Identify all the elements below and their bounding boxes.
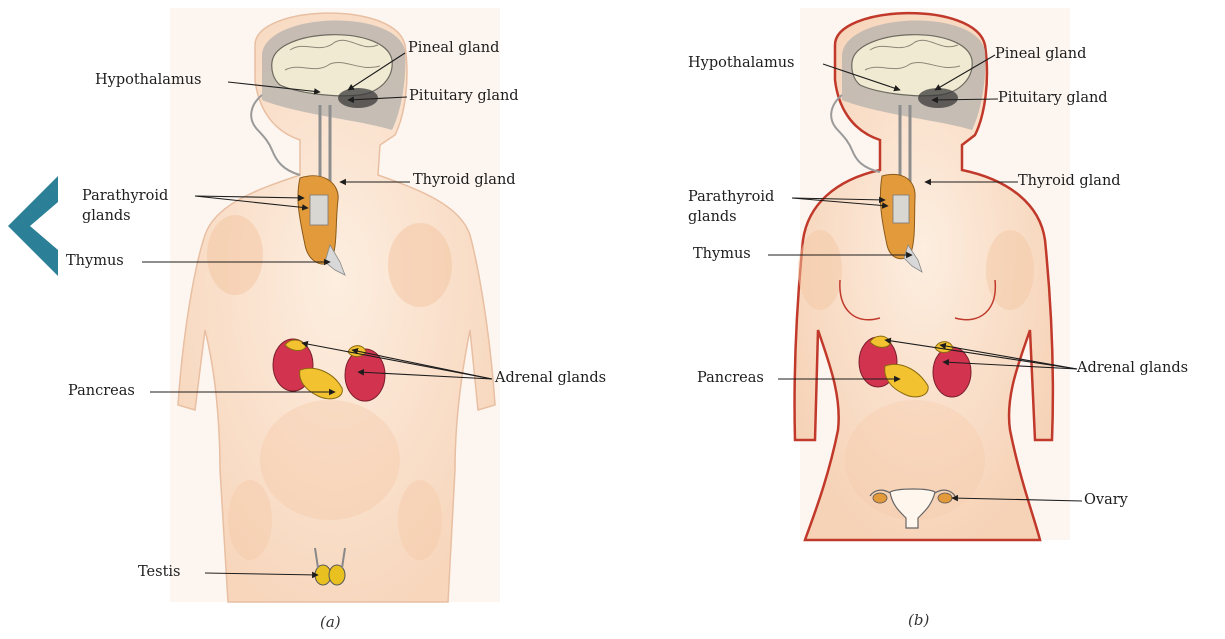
label-hypothalamus-b: Hypothalamus: [688, 55, 794, 72]
label-thymus-b: Thymus: [693, 246, 751, 263]
label-parathyroid-a: Parathyroid: [82, 188, 168, 205]
label-thyroid-gland-a: Thyroid gland: [413, 172, 516, 189]
label-thymus-a: Thymus: [66, 253, 124, 270]
body-b: [795, 8, 1070, 540]
label-ovary-b: Ovary: [1084, 492, 1128, 509]
label-pituitary-gland-a: Pituitary gland: [409, 88, 519, 105]
label-pineal-gland-a: Pineal gland: [408, 40, 499, 57]
caption-b: (b): [908, 611, 929, 629]
label-testis-a: Testis: [138, 564, 180, 581]
label-parathyroid-glands-a: glands: [82, 208, 131, 225]
label-pancreas-a: Pancreas: [68, 383, 135, 400]
label-adrenal-glands-a: Adrenal glands: [495, 370, 606, 387]
label-pineal-gland-b: Pineal gland: [995, 46, 1086, 63]
label-pituitary-gland-b: Pituitary gland: [998, 90, 1108, 107]
chevron-left-icon: [8, 176, 60, 276]
label-parathyroid-glands-b: glands: [688, 209, 737, 226]
caption-a: (a): [320, 613, 341, 631]
label-parathyroid-b: Parathyroid: [688, 189, 774, 206]
back-button[interactable]: [8, 176, 60, 276]
label-hypothalamus-a: Hypothalamus: [95, 72, 201, 89]
label-adrenal-glands-b: Adrenal glands: [1077, 360, 1188, 377]
label-pancreas-b: Pancreas: [697, 370, 764, 387]
label-thyroid-gland-b: Thyroid gland: [1018, 173, 1121, 190]
